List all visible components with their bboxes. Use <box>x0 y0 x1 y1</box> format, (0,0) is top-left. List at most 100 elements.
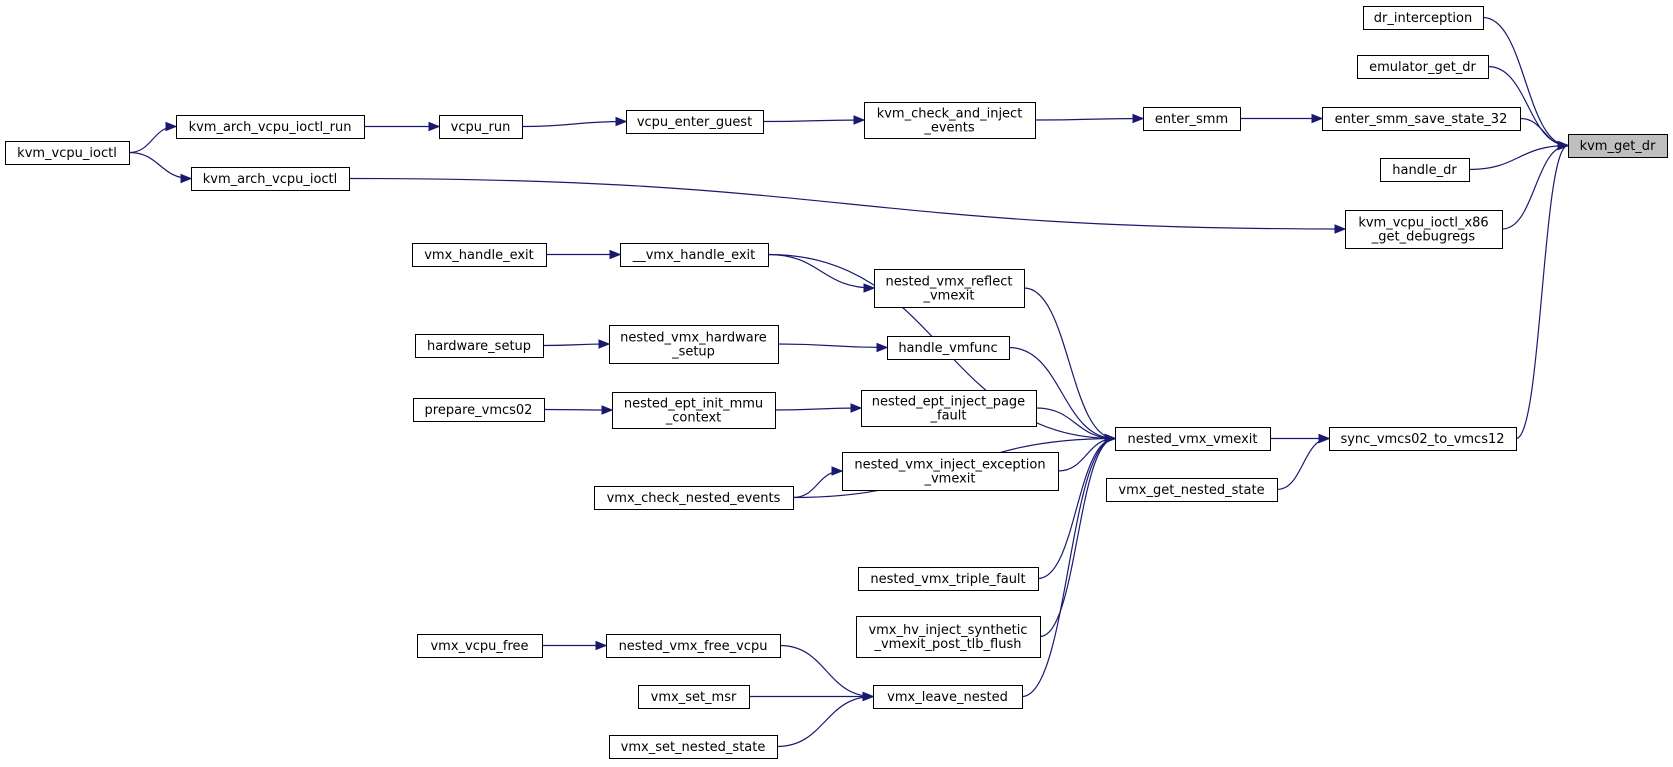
node-label: kvm_arch_vcpu_ioctl_run <box>189 120 352 135</box>
edge-vcpu-enter-guest-to-kvm-check-and-inject-events <box>762 115 866 125</box>
node-prepare-vmcs02[interactable]: prepare_vmcs02 <box>413 398 545 422</box>
edge-kvm-arch-vcpu-ioctl-run-to-vcpu-run <box>364 121 441 132</box>
node-box <box>1143 107 1241 131</box>
edge-vmx-check-nested-events-to-nested-vmx-inject-exception-vmexit <box>792 466 844 499</box>
node-box <box>413 398 545 422</box>
node-label: handle_vmfunc <box>898 341 997 356</box>
node-box <box>191 167 350 191</box>
edge-sync-vmcs02-to-vmcs12-to-kvm-get-dr <box>1515 140 1570 440</box>
node-box <box>5 141 130 165</box>
node-box <box>415 334 544 358</box>
node-vcpu-run[interactable]: vcpu_run <box>439 115 523 139</box>
node-nested-vmx-reflect-vmexit[interactable]: nested_vmx_reflect_vmexit <box>874 269 1025 308</box>
node-label: _vmexit_post_tlb_flush <box>873 637 1021 652</box>
node-label: hardware_setup <box>427 339 531 354</box>
edge-vmx-leave-nested-to-nested-vmx-vmexit <box>1021 433 1117 698</box>
node-kvm-arch-vcpu-ioctl[interactable]: kvm_arch_vcpu_ioctl <box>191 167 350 191</box>
edge-kvm-vcpu-ioctl-to-kvm-arch-vcpu-ioctl-run <box>128 121 178 154</box>
edge-nested-ept-init-mmu-context-to-nested-ept-inject-page-fault <box>774 403 863 413</box>
node-nested-vmx-inject-exception-vmexit[interactable]: nested_vmx_inject_exception_vmexit <box>842 452 1059 491</box>
node-box <box>858 567 1039 591</box>
node-box <box>626 110 764 134</box>
node-box <box>638 685 750 709</box>
edge-kvm-vcpu-ioctl-x86-get-debugregs-to-kvm-get-dr <box>1501 140 1570 230</box>
edge-vmx-handle-exit-to-nested-vmx-reflect-vmexit <box>767 253 876 293</box>
node-box <box>1106 478 1278 502</box>
node-box <box>439 115 523 139</box>
node-label: _events <box>923 121 975 136</box>
node-label: enter_smm <box>1155 112 1228 127</box>
node-vmx-leave-nested[interactable]: vmx_leave_nested <box>873 685 1023 709</box>
node-vmx-vcpu-free[interactable]: vmx_vcpu_free <box>417 634 543 658</box>
node-box <box>1322 107 1521 131</box>
node-vmx-set-nested-state[interactable]: vmx_set_nested_state <box>609 735 778 759</box>
edge-hardware-setup-to-nested-vmx-hardware-setup <box>542 339 611 349</box>
node-box <box>1345 210 1503 249</box>
node-label: nested_vmx_triple_fault <box>870 572 1025 587</box>
node-box <box>1329 427 1517 451</box>
node-box <box>609 325 779 364</box>
node-box <box>417 634 543 658</box>
node-nested-ept-inject-page-fault[interactable]: nested_ept_inject_page_fault <box>861 390 1037 427</box>
node-kvm-get-dr[interactable]: kvm_get_dr <box>1568 134 1668 158</box>
edge-nested-vmx-hardware-setup-to-handle-vmfunc <box>777 342 889 353</box>
node-label: _context <box>665 411 722 426</box>
node-kvm-vcpu-ioctl[interactable]: kvm_vcpu_ioctl <box>5 141 130 165</box>
edges <box>128 16 1570 748</box>
node-label: nested_vmx_free_vcpu <box>619 639 768 654</box>
node-label: kvm_vcpu_ioctl <box>17 146 117 161</box>
node-kvm-vcpu-ioctl-x86-get-debugregs[interactable]: kvm_vcpu_ioctl_x86_get_debugregs <box>1345 210 1503 249</box>
node-box <box>864 102 1036 139</box>
node-kvm-arch-vcpu-ioctl-run[interactable]: kvm_arch_vcpu_ioctl_run <box>176 115 365 139</box>
node-vmx-handle-exit[interactable]: __vmx_handle_exit <box>620 243 769 267</box>
node-nested-vmx-free-vcpu[interactable]: nested_vmx_free_vcpu <box>606 634 781 658</box>
node-enter-smm-save-state-32[interactable]: enter_smm_save_state_32 <box>1322 107 1521 131</box>
node-label: kvm_check_and_inject <box>877 107 1023 122</box>
node-label: _vmexit <box>923 472 975 487</box>
node-label: kvm_get_dr <box>1580 139 1656 154</box>
node-box <box>861 390 1037 427</box>
node-handle-vmfunc[interactable]: handle_vmfunc <box>887 336 1010 360</box>
node-vmx-hv-inject-synthetic-vmexit-post-tlb-flush[interactable]: vmx_hv_inject_synthetic_vmexit_post_tlb_… <box>856 616 1041 658</box>
node-box <box>1380 158 1470 182</box>
node-dr-interception[interactable]: dr_interception <box>1363 6 1484 30</box>
node-vmx-handle-exit[interactable]: vmx_handle_exit <box>412 243 547 267</box>
node-nested-vmx-vmexit[interactable]: nested_vmx_vmexit <box>1115 427 1271 451</box>
node-nested-vmx-triple-fault[interactable]: nested_vmx_triple_fault <box>858 567 1039 591</box>
edge-vcpu-run-to-vcpu-enter-guest <box>521 116 628 128</box>
node-label: nested_ept_inject_page <box>872 395 1025 410</box>
node-label: vcpu_enter_guest <box>637 115 752 130</box>
nodes: kvm_get_dr dr_interception emulator_get_dr… <box>5 6 1668 759</box>
node-vmx-set-msr[interactable]: vmx_set_msr <box>638 685 750 709</box>
node-hardware-setup[interactable]: hardware_setup <box>415 334 544 358</box>
node-box <box>1357 55 1489 79</box>
node-label: _setup <box>671 345 715 360</box>
node-box <box>874 269 1025 308</box>
node-nested-ept-init-mmu-context[interactable]: nested_ept_init_mmu_context <box>612 392 776 429</box>
node-nested-vmx-hardware-setup[interactable]: nested_vmx_hardware_setup <box>609 325 779 364</box>
node-label: _get_debugregs <box>1371 230 1476 245</box>
node-emulator-get-dr[interactable]: emulator_get_dr <box>1357 55 1489 79</box>
edge-prepare-vmcs02-to-nested-ept-init-mmu-context <box>543 405 614 415</box>
edge-enter-smm-to-enter-smm-save-state-32 <box>1240 113 1324 124</box>
node-label: vmx_leave_nested <box>887 690 1008 705</box>
node-box <box>620 243 769 267</box>
node-box <box>176 115 365 139</box>
node-label: nested_vmx_inject_exception <box>854 458 1045 473</box>
node-label: vmx_set_nested_state <box>621 740 766 755</box>
node-label: handle_dr <box>1392 163 1457 178</box>
node-sync-vmcs02-to-vmcs12[interactable]: sync_vmcs02_to_vmcs12 <box>1329 427 1517 451</box>
node-handle-dr[interactable]: handle_dr <box>1380 158 1470 182</box>
node-vmx-get-nested-state[interactable]: vmx_get_nested_state <box>1106 478 1278 502</box>
node-vcpu-enter-guest[interactable]: vcpu_enter_guest <box>626 110 764 134</box>
edge-kvm-check-and-inject-events-to-enter-smm <box>1034 113 1145 124</box>
node-enter-smm[interactable]: enter_smm <box>1143 107 1241 131</box>
edge-nested-ept-inject-page-fault-to-nested-vmx-vmexit <box>1035 407 1117 444</box>
node-label: kvm_vcpu_ioctl_x86 <box>1358 216 1488 231</box>
node-box <box>842 452 1059 491</box>
node-kvm-check-and-inject-events[interactable]: kvm_check_and_inject_events <box>864 102 1036 139</box>
node-vmx-check-nested-events[interactable]: vmx_check_nested_events <box>594 486 794 510</box>
node-label: vcpu_run <box>451 120 511 135</box>
node-label: dr_interception <box>1374 11 1472 26</box>
